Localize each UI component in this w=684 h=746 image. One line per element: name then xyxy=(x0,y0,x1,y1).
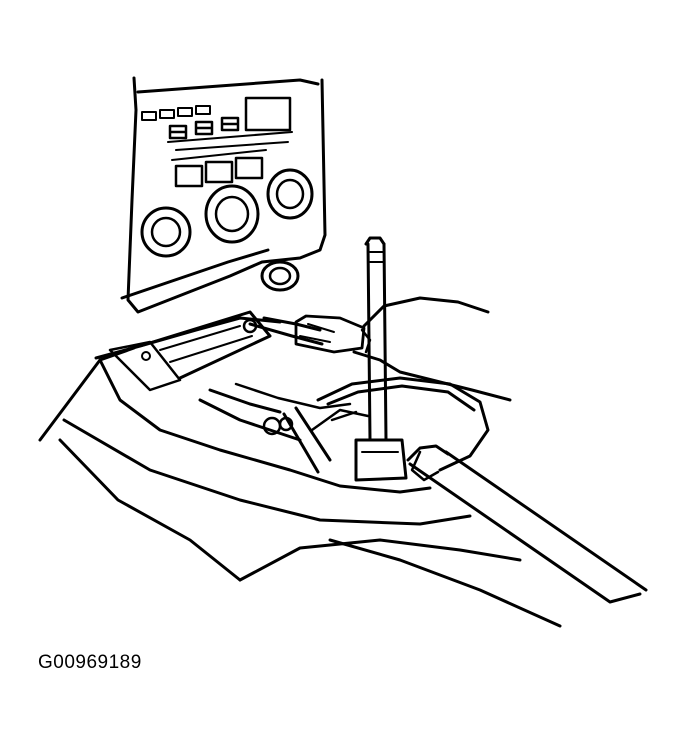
console-body xyxy=(40,318,560,626)
accessory-socket xyxy=(262,262,298,290)
hand-with-screwdriver xyxy=(250,298,510,400)
dashboard-panel xyxy=(122,78,325,312)
figure-id-label: G00969189 xyxy=(38,652,142,673)
climate-knobs xyxy=(142,170,312,256)
indicator-plate xyxy=(110,312,270,390)
radio-display xyxy=(142,98,292,150)
shifter-bezel xyxy=(318,378,488,470)
shift-linkage xyxy=(200,384,368,472)
shifter-console-drawing xyxy=(0,0,684,640)
control-buttons xyxy=(172,150,266,186)
shift-lever xyxy=(356,238,406,480)
removal-handle xyxy=(408,446,646,602)
